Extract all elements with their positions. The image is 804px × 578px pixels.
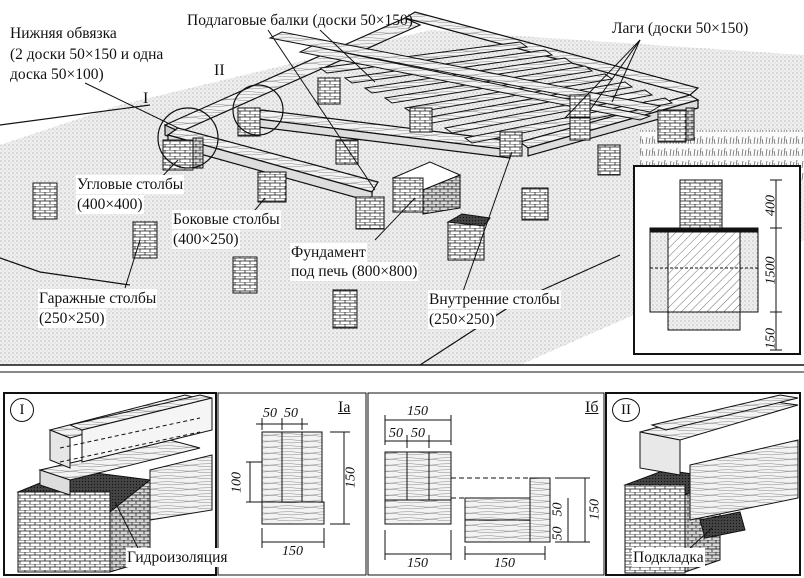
section-dim-150: 150 — [763, 328, 779, 349]
label-inner-posts: Внутренние столбы — [428, 290, 561, 309]
label-inner-posts-size: (250×250) — [428, 310, 496, 329]
ib-dim-right-a: 50 — [550, 502, 566, 517]
callout-marker-i: I — [143, 90, 149, 107]
label-bottom-frame: Нижняя обвязка — [10, 25, 117, 42]
section-dim-400: 400 — [763, 195, 779, 216]
label-joist-beams: Подлаговые балки (доски 50×150) — [187, 12, 413, 29]
label-side-posts: Боковые столбы — [172, 210, 281, 229]
section-dim-1500: 1500 — [763, 256, 779, 285]
label-lags: Лаги (доски 50×150) — [612, 20, 749, 37]
label-garage-posts-size: (250×250) — [38, 309, 106, 328]
ia-dim-top-b: 50 — [284, 406, 298, 421]
callout-marker-ii: II — [214, 62, 225, 79]
ib-dim-top-total: 150 — [407, 404, 428, 419]
detail-ia-marker: Iа — [338, 399, 351, 416]
ib-dim-right-total: 150 — [587, 499, 603, 520]
label-spacer: Подкладка — [632, 548, 705, 567]
ib-dim-top-b: 50 — [411, 426, 425, 441]
ia-dim-top-a: 50 — [263, 406, 277, 421]
ib-dim-bottom-b: 150 — [494, 556, 515, 571]
label-corner-posts: Угловые столбы — [76, 175, 185, 194]
label-stove-foundation: Фундамент — [290, 243, 367, 262]
ib-dim-right-b: 50 — [550, 526, 566, 541]
label-side-posts-size: (400×250) — [172, 230, 240, 249]
label-corner-posts-size: (400×400) — [76, 195, 144, 214]
label-waterproofing: Гидроизоляция — [126, 548, 229, 567]
detail-ib-marker: Iб — [585, 399, 599, 416]
ib-dim-top-a: 50 — [389, 426, 403, 441]
label-bottom-frame-note-2: доска 50×100) — [10, 66, 104, 83]
detail-ii-marker: II — [612, 398, 640, 422]
ia-dim-right: 150 — [343, 467, 359, 488]
label-stove-foundation-2: под печь (800×800) — [290, 262, 419, 281]
ia-dim-left: 100 — [229, 472, 245, 493]
detail-i-marker: I — [10, 398, 34, 422]
label-bottom-frame-note-1: (2 доски 50×150 и одна — [10, 46, 164, 63]
ib-dim-bottom-a: 150 — [407, 556, 428, 571]
label-garage-posts: Гаражные столбы — [38, 289, 158, 308]
ia-dim-bottom: 150 — [282, 544, 303, 559]
